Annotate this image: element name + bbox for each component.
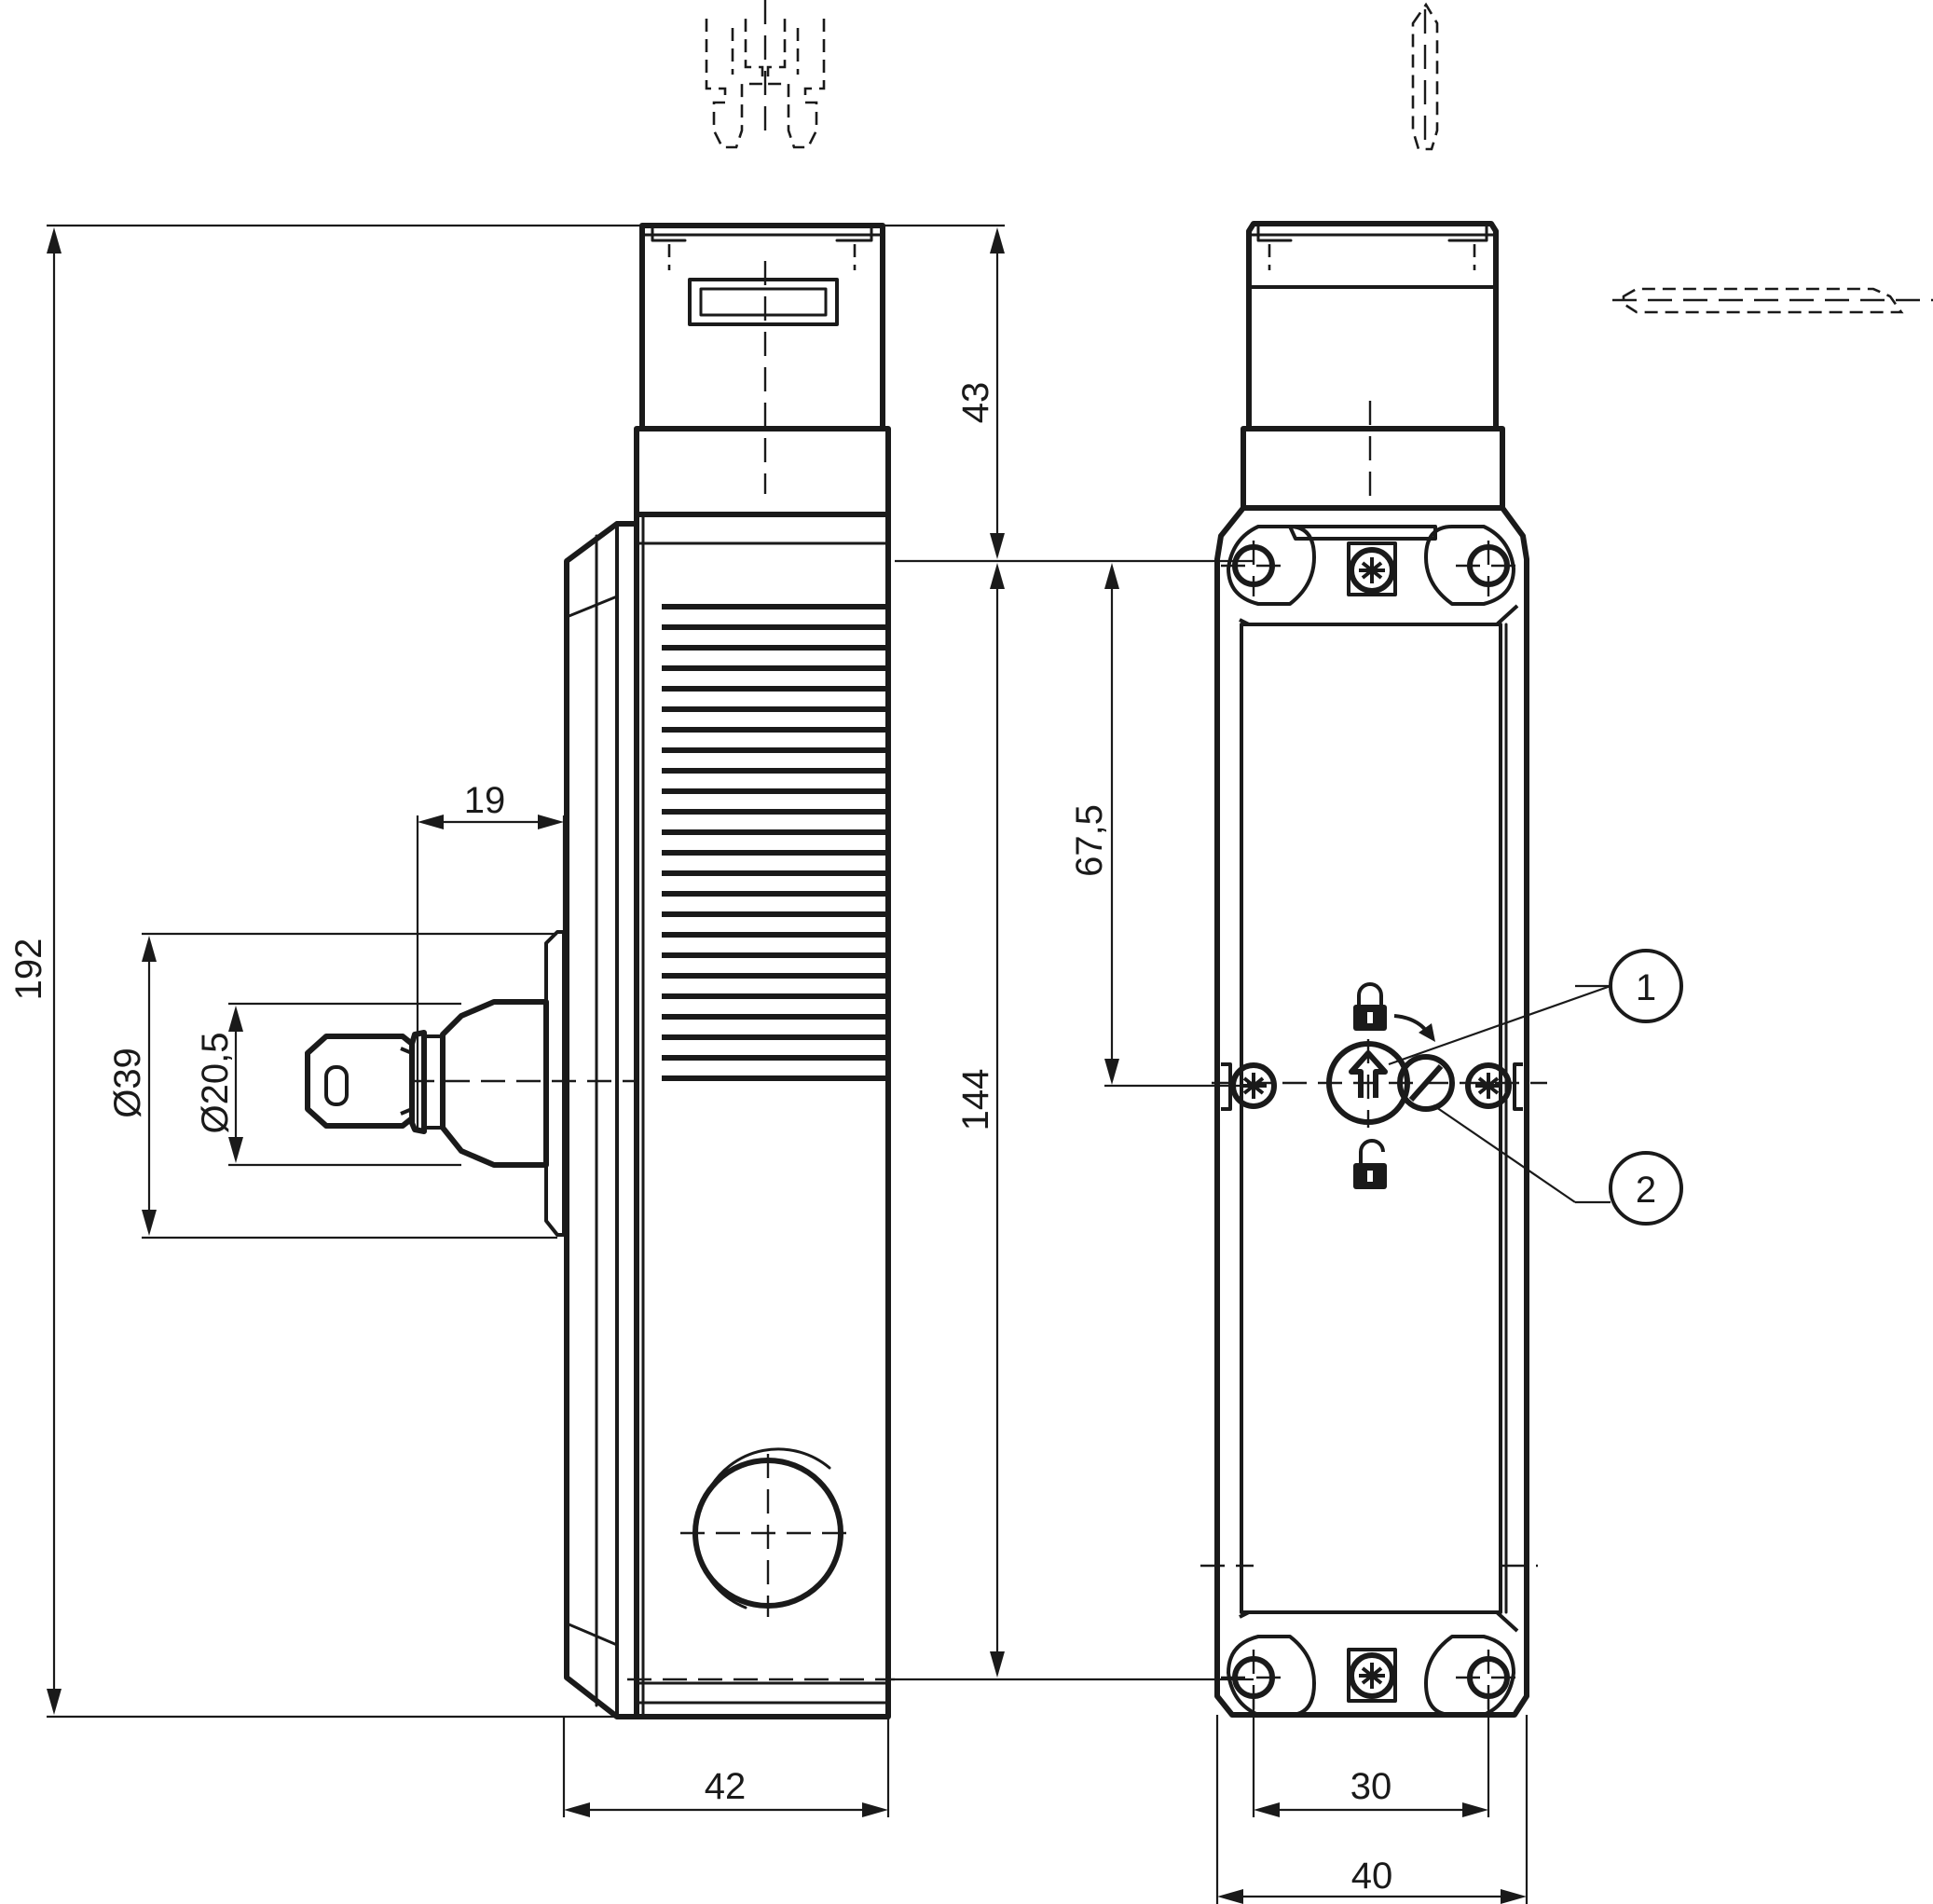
dim-body-height: 144 [955,1069,996,1131]
cooling-fins [662,604,885,1081]
callout-2-label: 2 [1636,1170,1656,1211]
actuator-front-view [705,0,826,149]
actuator-top-view [1612,287,1933,314]
key-switch-dial [1212,1039,1547,1128]
dim-flange-diameter: Ø39 [107,1048,148,1118]
actuator-side-view [1411,2,1439,151]
dimension-lines [47,224,1611,1904]
release-button [680,1447,853,1617]
locked-padlock-icon [1353,982,1387,1031]
dim-overall-height: 192 [8,938,49,1001]
dimension-labels: 192 43 144 67,5 19 Ø39 Ø20,5 42 30 40 [8,382,1392,1897]
dim-top-height: 43 [955,382,996,424]
dim-key-offset: 19 [464,780,506,821]
callout-2: 2 [1609,1151,1683,1226]
side-view [1200,221,1547,1718]
dim-hole-spacing: 30 [1350,1766,1392,1807]
callout-1: 1 [1609,949,1683,1023]
dim-collar-diameter: Ø20,5 [195,1033,236,1134]
dim-lock-offset: 67,5 [1069,804,1110,877]
unlocked-padlock-icon [1353,1139,1387,1189]
dim-front-width: 42 [705,1766,747,1807]
callout-1-label: 1 [1636,967,1656,1008]
rotation-arrow-icon [1393,1014,1435,1042]
dim-side-width: 40 [1351,1856,1393,1897]
front-view [305,223,895,1719]
